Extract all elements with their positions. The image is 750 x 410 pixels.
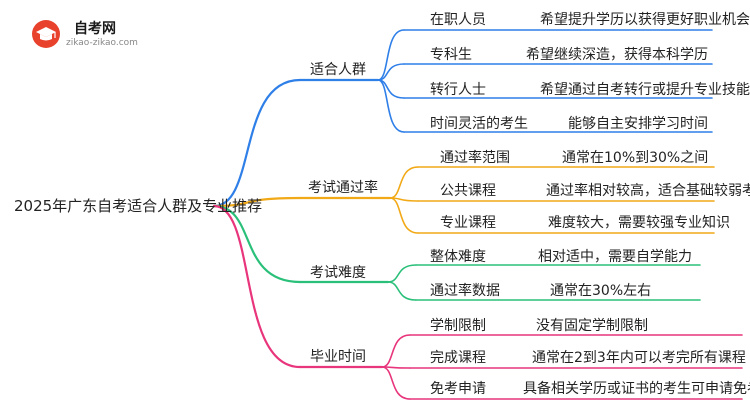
branch-suitable-people: 适合人群: [310, 62, 366, 78]
branch-difficulty: 考试难度: [310, 265, 366, 281]
branch-graduation-time: 毕业时间: [310, 349, 366, 365]
node-key: 免考申请: [430, 381, 486, 397]
node-value: 能够自主安排学习时间: [568, 116, 708, 132]
node-key: 通过率范围: [440, 150, 510, 166]
node-value: 希望通过自考转行或提升专业技能: [540, 82, 750, 98]
node-value: 通常在2到3年内可以考完所有课程: [532, 350, 746, 366]
node-key: 整体难度: [430, 249, 486, 265]
node-value: 希望继续深造，获得本科学历: [526, 47, 708, 63]
root-topic: 2025年广东自考适合人群及专业推荐: [14, 197, 263, 215]
node-value: 相对适中，需要自学能力: [538, 249, 692, 265]
node-value: 希望提升学历以获得更好职业机会: [540, 12, 750, 28]
node-key: 公共课程: [440, 183, 496, 199]
connector-line: [212, 204, 302, 369]
node-key: 完成课程: [430, 350, 486, 366]
node-key: 转行人士: [430, 82, 486, 98]
logo-title: 自考网: [74, 21, 116, 37]
connector-line: [377, 79, 405, 133]
connector-line: [381, 366, 411, 400]
node-value: 具备相关学历或证书的考生可申请免考: [523, 381, 750, 397]
connector-line: [389, 197, 419, 234]
connector-line: [387, 281, 417, 301]
connector-line: [212, 204, 302, 284]
node-key: 专科生: [430, 47, 472, 63]
connector-line: [381, 334, 411, 368]
connector-line: [212, 78, 302, 208]
node-key: 学制限制: [430, 318, 486, 334]
connector-line: [212, 196, 302, 208]
site-logo[interactable]: 自考网 zikao-zikao.com: [30, 16, 150, 54]
node-value: 难度较大，需要较强专业知识: [548, 215, 730, 231]
node-key: 通过率数据: [430, 283, 500, 299]
node-key: 在职人员: [430, 12, 486, 28]
connector-line: [377, 29, 405, 81]
branch-pass-rate: 考试通过率: [308, 180, 378, 196]
graduation-cap-icon: [32, 20, 60, 48]
node-key: 时间灵活的考生: [430, 116, 528, 132]
node-value: 通常在30%左右: [550, 283, 652, 299]
connector-line: [389, 166, 419, 199]
node-value: 没有固定学制限制: [536, 318, 648, 334]
connector-line: [387, 264, 417, 283]
node-value: 通常在10%到30%之间: [562, 150, 709, 166]
node-key: 专业课程: [440, 215, 496, 231]
logo-url: zikao-zikao.com: [66, 38, 138, 48]
node-value: 通过率相对较高，适合基础较弱考生: [546, 183, 750, 199]
